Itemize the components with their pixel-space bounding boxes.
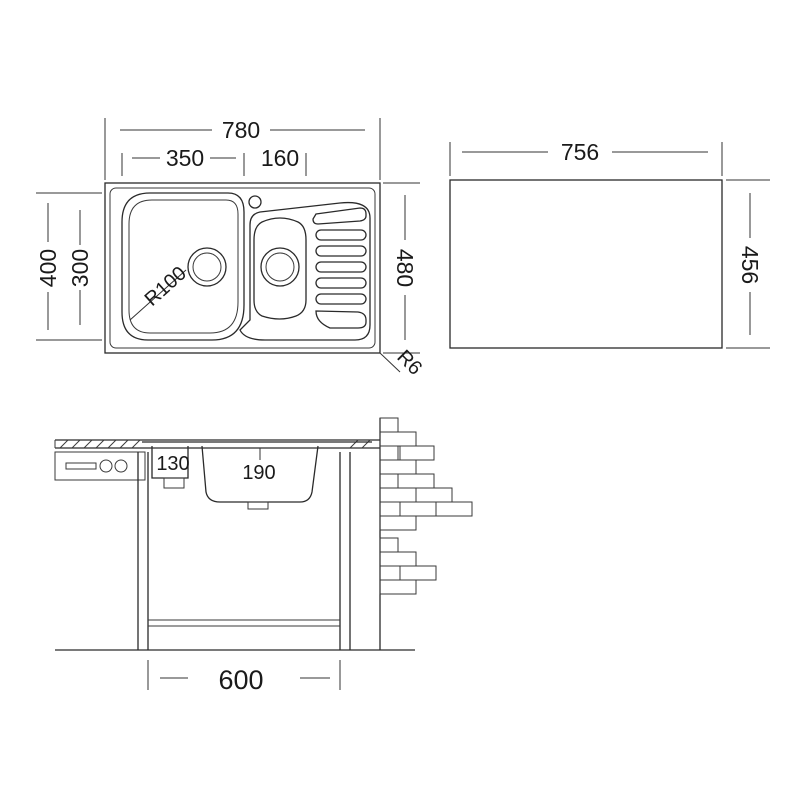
tap-hole [248,195,262,209]
dim-label-350: 350 [166,145,204,171]
knob-icon [114,459,128,473]
small-drain-inner [265,252,295,282]
main-bowl [121,192,245,341]
dim-label-300: 300 [67,249,93,287]
top-view: 780 350 160 400 300 [35,117,426,380]
dim-label-160: 160 [261,145,299,171]
main-drain-outer [187,247,227,287]
brick-wall [379,417,473,650]
drainer-ribs [312,207,367,329]
knob-icon [99,459,113,473]
sink-profile [142,441,372,510]
small-drain-outer [260,247,300,287]
label-r100: R100 [141,262,191,310]
dim-label-130: 130 [156,453,189,475]
small-bowl [253,217,307,320]
dim-label-400: 400 [35,249,61,287]
dim-label-756: 756 [561,139,599,165]
dim-480: 480 [383,182,420,354]
cabinet-front [54,451,146,481]
main-drain-inner [192,252,222,282]
dim-400-300: 400 300 [35,192,102,341]
dim-label-600: 600 [218,665,263,695]
sink-rim [109,187,376,349]
dim-label-480: 480 [392,249,418,287]
dim-600: 600 [147,660,341,695]
dim-label-190: 190 [242,462,275,484]
drainer-area [239,201,371,341]
sink-outline [104,182,381,354]
dim-label-456: 456 [737,246,763,284]
dim-780: 780 [104,117,381,180]
cutout-view: 756 456 [449,139,770,349]
side-view: 130 190 [54,417,473,695]
label-r6: R6 [392,346,426,380]
cutout-outline [449,179,723,349]
cabinet-walls [55,452,415,651]
dim-label-780: 780 [222,117,260,143]
dim-350-160: 350 160 [121,145,307,176]
